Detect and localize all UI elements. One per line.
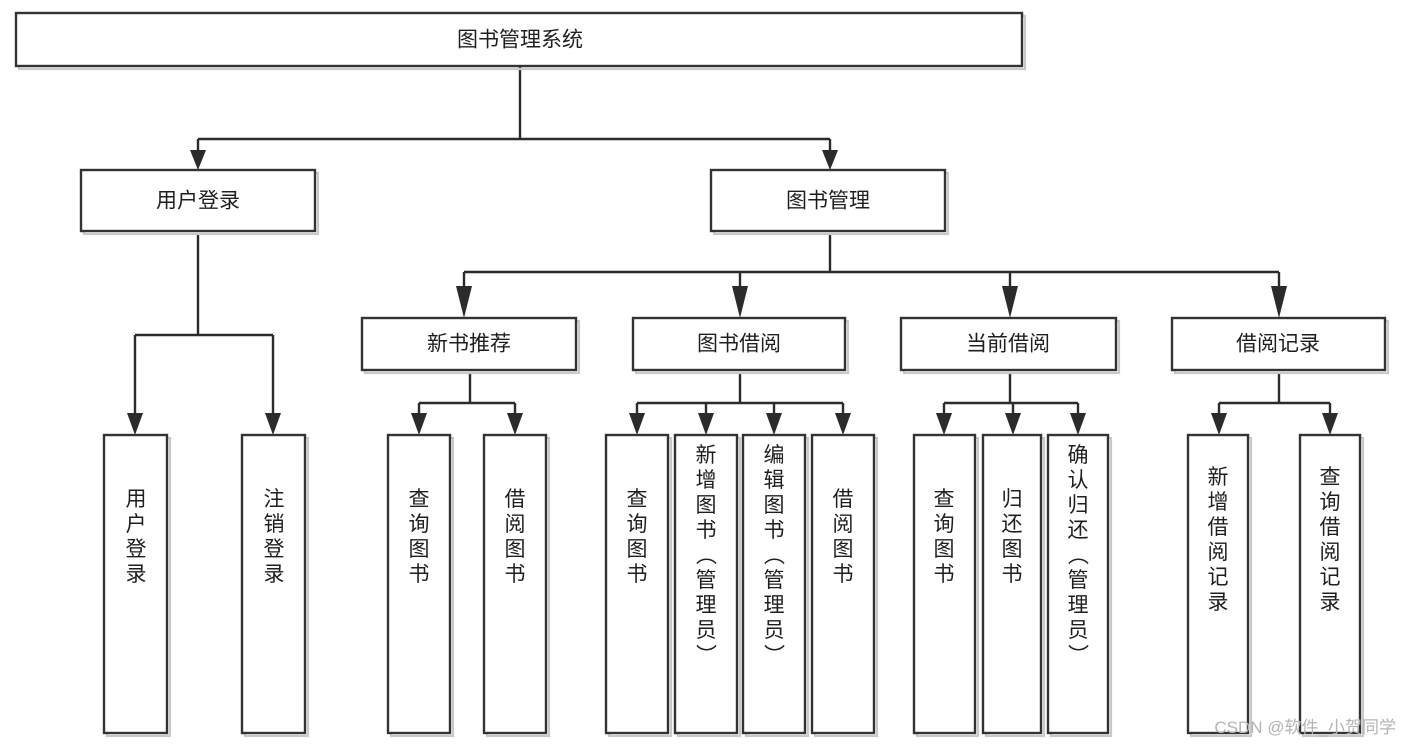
node-root-box: [14, 11, 1024, 68]
node-current-borrow-box: [899, 316, 1118, 372]
edge-group: [127, 67, 1338, 435]
node-leaf-borrow-borrow-book-box: [810, 433, 876, 735]
node-book-borrow-box: [631, 316, 847, 372]
arrowhead-current-borrow: [1002, 286, 1018, 318]
arrowhead-leaf-current-confirm-return: [1070, 413, 1086, 435]
node-book-manage-label: 图书管理: [786, 190, 870, 213]
node-user-login-label: 用户登录: [156, 190, 240, 213]
node-leaf-borrow-edit-book[interactable]: 编辑图书（管理员）: [741, 433, 810, 738]
node-leaf-rec-borrow-book-box: [482, 433, 548, 735]
node-leaf-rec-borrow-book[interactable]: 借阅图书: [482, 433, 551, 738]
node-leaf-borrow-query-book-box: [604, 433, 670, 735]
node-leaf-borrow-add-book-label: 新增图书（管理员）: [696, 444, 718, 667]
arrowhead-leaf-rec-borrow-book: [507, 413, 523, 435]
arrowhead-leaf-borrow-edit-book: [766, 413, 782, 435]
node-leaf-current-return-book-box: [981, 433, 1043, 735]
node-leaf-user-login-box: [102, 433, 169, 735]
csdn-watermark: CSDN @软件_小贺同学: [1214, 718, 1396, 737]
node-leaf-record-query-box: [1298, 433, 1362, 735]
arrowhead-leaf-borrow-query-book: [629, 413, 645, 435]
node-user-login-box: [79, 168, 317, 233]
node-leaf-borrow-edit-book-box: [741, 433, 807, 735]
node-user-login[interactable]: 用户登录: [79, 168, 320, 236]
node-new-book-rec-label: 新书推荐: [427, 333, 511, 356]
node-leaf-borrow-query-book-label: 查询图书: [627, 488, 648, 586]
node-leaf-record-add-box: [1186, 433, 1250, 735]
arrowhead-book-manage: [822, 150, 838, 170]
arrowhead-book-borrow: [732, 286, 748, 318]
node-book-manage-box: [709, 168, 947, 233]
arrowhead-leaf-record-query: [1322, 413, 1338, 435]
node-leaf-current-return-book-label: 归还图书: [1002, 488, 1023, 586]
arrowhead-borrow-record: [1271, 286, 1287, 318]
node-new-book-rec[interactable]: 新书推荐: [360, 316, 581, 375]
arrowhead-leaf-borrow-add-book: [698, 413, 714, 435]
node-book-manage[interactable]: 图书管理: [709, 168, 950, 236]
node-new-book-rec-box: [360, 316, 578, 372]
node-leaf-borrow-borrow-book[interactable]: 借阅图书: [810, 433, 879, 738]
node-leaf-user-logout[interactable]: 注销登录: [240, 433, 310, 738]
arrowhead-leaf-current-query-book: [936, 413, 952, 435]
arrowhead-leaf-rec-query-book: [411, 413, 427, 435]
node-leaf-current-query-book-box: [912, 433, 977, 735]
node-book-borrow-label: 图书借阅: [697, 333, 781, 356]
arrowhead-leaf-current-return-book: [1005, 413, 1021, 435]
node-leaf-rec-query-book[interactable]: 查询图书: [386, 433, 455, 738]
node-leaf-borrow-edit-book-label: 编辑图书（管理员）: [764, 444, 786, 667]
arrowhead-new-book-rec: [456, 286, 472, 318]
node-leaf-borrow-borrow-book-label: 借阅图书: [833, 488, 854, 586]
node-leaf-record-query[interactable]: 查询借阅记录: [1298, 433, 1365, 738]
node-borrow-record[interactable]: 借阅记录: [1170, 316, 1390, 375]
node-leaf-borrow-query-book[interactable]: 查询图书: [604, 433, 673, 738]
node-leaf-user-logout-label: 注销登录: [264, 488, 285, 586]
node-root[interactable]: 图书管理系统: [14, 11, 1027, 71]
arrowhead-leaf-user-logout: [265, 413, 281, 435]
node-root-label: 图书管理系统: [457, 29, 583, 52]
node-leaf-rec-borrow-book-label: 借阅图书: [505, 488, 526, 586]
arrowhead-user-login: [190, 150, 206, 170]
node-leaf-user-login-label: 用户登录: [126, 488, 147, 586]
node-leaf-record-query-label: 查询借阅记录: [1320, 466, 1341, 614]
node-group: 图书管理系统 用户登录 图书管理 新书推荐: [14, 11, 1390, 738]
node-leaf-current-confirm-return-box: [1046, 433, 1110, 735]
node-leaf-current-confirm-return-label: 确认归还（管理员）: [1068, 444, 1090, 667]
node-leaf-borrow-add-book[interactable]: 新增图书（管理员）: [673, 433, 742, 738]
node-current-borrow-label: 当前借阅: [966, 333, 1050, 356]
node-leaf-current-confirm-return[interactable]: 确认归还（管理员）: [1046, 433, 1113, 738]
node-leaf-user-logout-box: [240, 433, 307, 735]
node-leaf-borrow-add-book-box: [673, 433, 739, 735]
node-current-borrow[interactable]: 当前借阅: [899, 316, 1121, 375]
arrowhead-leaf-user-login: [127, 413, 143, 435]
node-leaf-user-login[interactable]: 用户登录: [102, 433, 172, 738]
node-leaf-record-add-label: 新增借阅记录: [1208, 466, 1229, 614]
node-borrow-record-label: 借阅记录: [1236, 333, 1320, 356]
node-book-borrow[interactable]: 图书借阅: [631, 316, 850, 375]
node-borrow-record-box: [1170, 316, 1387, 372]
node-leaf-rec-query-book-box: [386, 433, 452, 735]
node-leaf-rec-query-book-label: 查询图书: [409, 488, 430, 586]
arrowhead-leaf-borrow-borrow-book: [835, 413, 851, 435]
node-leaf-current-query-book-label: 查询图书: [934, 488, 955, 586]
arrowhead-leaf-record-add: [1211, 413, 1227, 435]
node-leaf-record-add[interactable]: 新增借阅记录: [1186, 433, 1253, 738]
node-leaf-current-return-book[interactable]: 归还图书: [981, 433, 1046, 738]
node-leaf-current-query-book[interactable]: 查询图书: [912, 433, 980, 738]
